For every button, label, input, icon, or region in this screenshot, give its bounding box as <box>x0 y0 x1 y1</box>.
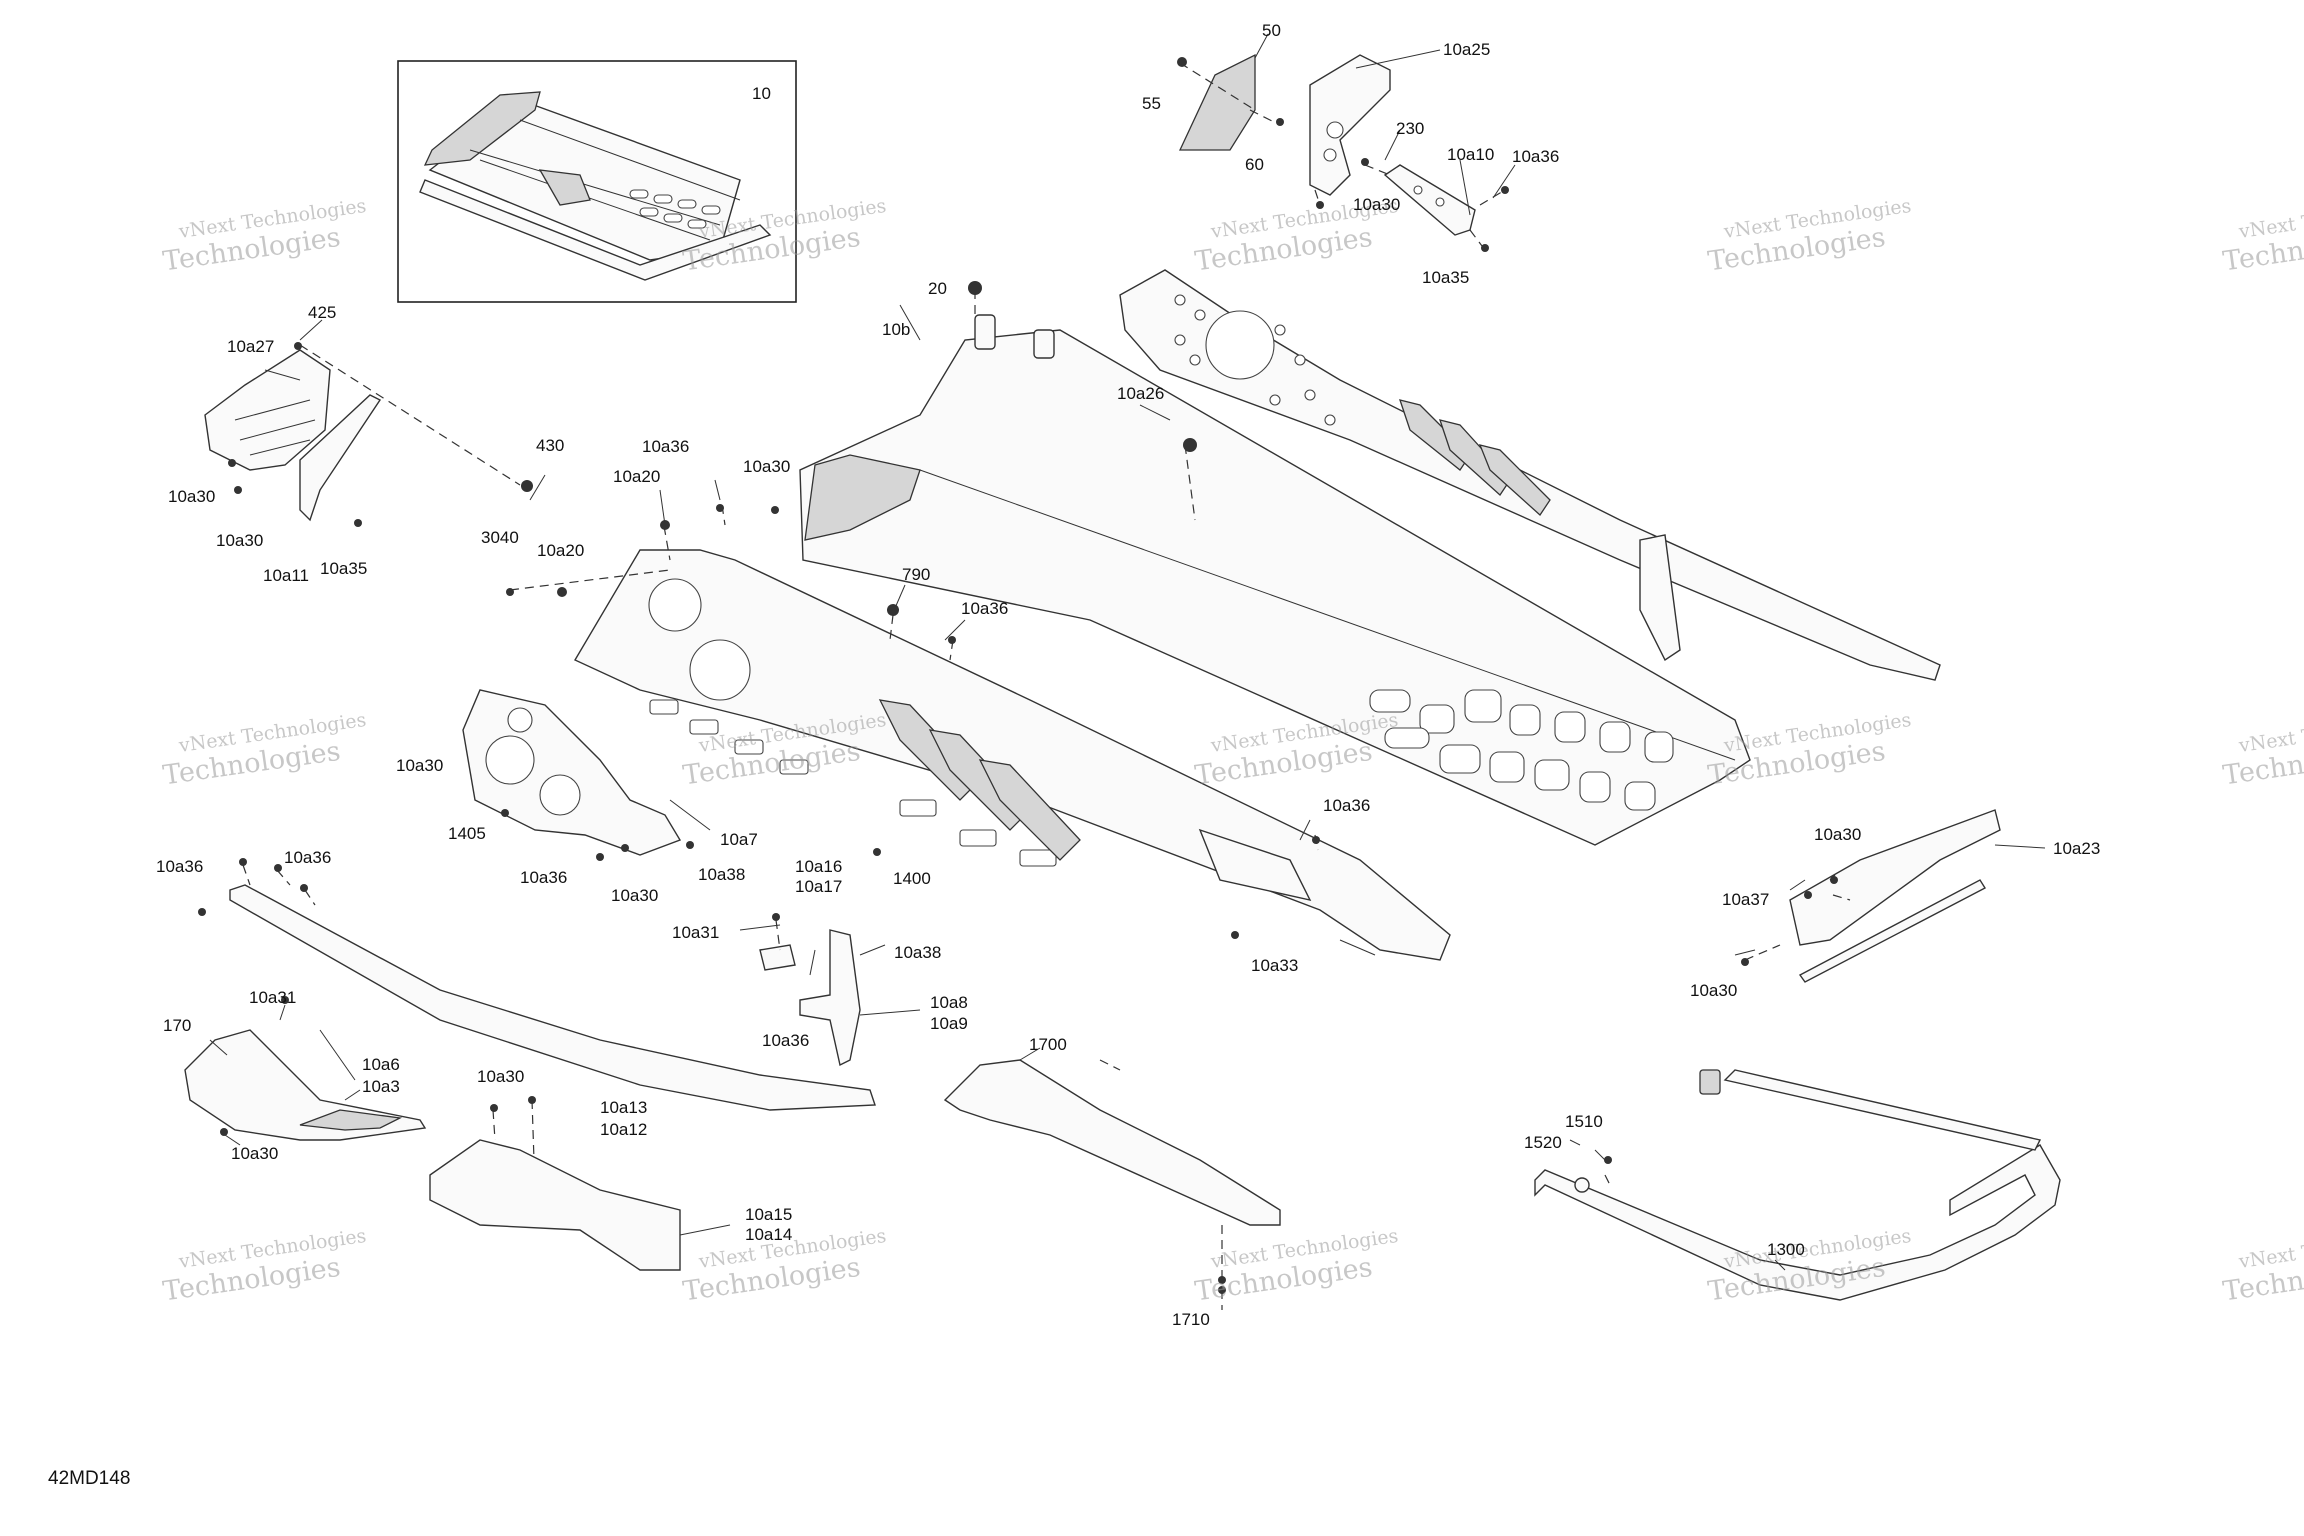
callout-labels: 50 10a25 55 60 230 10a10 10a36 10a30 10a… <box>156 21 2100 1329</box>
callout-425: 425 <box>308 303 336 322</box>
callout-60: 60 <box>1245 155 1264 174</box>
callout-1520: 1520 <box>1524 1133 1562 1152</box>
callout-10a6: 10a6 <box>362 1055 400 1074</box>
callout-10a11: 10a11 <box>263 566 309 585</box>
callout-1400: 1400 <box>893 869 931 888</box>
callout-10a26: 10a26 <box>1117 384 1164 403</box>
callout-10b: 10b <box>882 320 910 339</box>
callout-10a30: 10a30 <box>1690 981 1737 1000</box>
bracket-10a15 <box>429 1139 681 1271</box>
callout-10a36: 10a36 <box>642 437 689 456</box>
callout-10a3: 10a3 <box>362 1077 400 1096</box>
callout-10a30: 10a30 <box>216 531 263 550</box>
lower-left-rail <box>229 884 876 1111</box>
callout-10a30: 10a30 <box>743 457 790 476</box>
callout-10a25: 10a25 <box>1443 40 1490 59</box>
callout-10a36: 10a36 <box>1512 147 1559 166</box>
top-right-brackets <box>1178 53 1476 236</box>
callout-10a30: 10a30 <box>396 756 443 775</box>
callout-10a36: 10a36 <box>1323 796 1370 815</box>
fasteners <box>198 57 1838 1294</box>
callout-1300: 1300 <box>1767 1240 1805 1259</box>
left-side-panel <box>574 549 1451 961</box>
callout-10a37: 10a37 <box>1722 890 1769 909</box>
callout-50: 50 <box>1262 21 1281 40</box>
callout-3040: 3040 <box>481 528 519 547</box>
callout-10a31: 10a31 <box>672 923 719 942</box>
watermark: vNext Technologies Technologies <box>2221 709 2304 792</box>
callout-1510: 1510 <box>1565 1112 1603 1131</box>
rear-bracket-10a23 <box>1789 809 2001 983</box>
callout-10a12: 10a12 <box>600 1120 647 1139</box>
callout-10a8: 10a8 <box>930 993 968 1012</box>
front-bracket-170 <box>184 1029 427 1141</box>
tunnel-cutouts <box>1369 689 1674 811</box>
watermark: vNext Technologies Technologies <box>161 195 368 278</box>
callout-10a38: 10a38 <box>894 943 941 962</box>
watermark: vNext Technologies Technologies <box>1193 709 1400 792</box>
callout-10a10: 10a10 <box>1447 145 1494 164</box>
callout-10a20: 10a20 <box>537 541 584 560</box>
callout-10a30: 10a30 <box>477 1067 524 1086</box>
callout-10a9: 10a9 <box>930 1014 968 1033</box>
callout-1700: 1700 <box>1029 1035 1067 1054</box>
inset-label: 10 <box>752 84 771 103</box>
diagram-code: 42MD148 <box>48 1468 130 1489</box>
callout-10a36: 10a36 <box>762 1031 809 1050</box>
callout-1710: 1710 <box>1172 1310 1210 1329</box>
watermark: vNext Technologies Technologies <box>2221 195 2304 278</box>
callout-20: 20 <box>928 279 947 298</box>
callout-10a36: 10a36 <box>284 848 331 867</box>
callout-430: 430 <box>536 436 564 455</box>
callout-10a30: 10a30 <box>611 886 658 905</box>
callout-10a17: 10a17 <box>795 877 842 896</box>
callout-10a13: 10a13 <box>600 1098 647 1117</box>
callout-10a23: 10a23 <box>2053 839 2100 858</box>
callout-170: 170 <box>163 1016 191 1035</box>
callout-10a30: 10a30 <box>1814 825 1861 844</box>
running-board-1700 <box>943 1059 1281 1226</box>
watermark: vNext Technologies Technologies <box>2221 1225 2304 1308</box>
callout-230: 230 <box>1396 119 1424 138</box>
callout-10a36: 10a36 <box>520 868 567 887</box>
callout-10a35: 10a35 <box>1422 268 1469 287</box>
callout-1405: 1405 <box>448 824 486 843</box>
right-side-panel <box>1119 269 1941 681</box>
tunnel-top-10b <box>799 314 1751 846</box>
callout-10a7: 10a7 <box>720 830 758 849</box>
callout-10a14: 10a14 <box>745 1225 792 1244</box>
front-left-bracket <box>204 349 382 522</box>
watermark: vNext Technologies Technologies <box>1193 1225 1400 1308</box>
rear-bumper-1300 <box>1534 1069 2061 1301</box>
left-inner-plate <box>462 689 682 856</box>
callout-10a30: 10a30 <box>1353 195 1400 214</box>
inset-assembly-10: 10 <box>397 60 797 303</box>
callout-55: 55 <box>1142 94 1161 113</box>
callout-10a27: 10a27 <box>227 337 274 356</box>
callout-790: 790 <box>902 565 930 584</box>
callout-10a36: 10a36 <box>961 599 1008 618</box>
callout-10a30: 10a30 <box>231 1144 278 1163</box>
callout-10a16: 10a16 <box>795 857 842 876</box>
bracket-10a16 <box>759 929 861 1067</box>
inset-chassis-drawing <box>419 91 772 281</box>
callout-10a35: 10a35 <box>320 559 367 578</box>
callout-10a36: 10a36 <box>156 857 203 876</box>
watermark: vNext Technologies Technologies <box>161 709 368 792</box>
callout-10a33: 10a33 <box>1251 956 1298 975</box>
callout-10a31: 10a31 <box>249 988 296 1007</box>
callout-10a38: 10a38 <box>698 865 745 884</box>
callout-10a30: 10a30 <box>168 487 215 506</box>
watermark: vNext Technologies Technologies <box>1706 195 1913 278</box>
callout-10a20: 10a20 <box>613 467 660 486</box>
callout-10a15: 10a15 <box>745 1205 792 1224</box>
watermark: vNext Technologies Technologies <box>161 1225 368 1308</box>
